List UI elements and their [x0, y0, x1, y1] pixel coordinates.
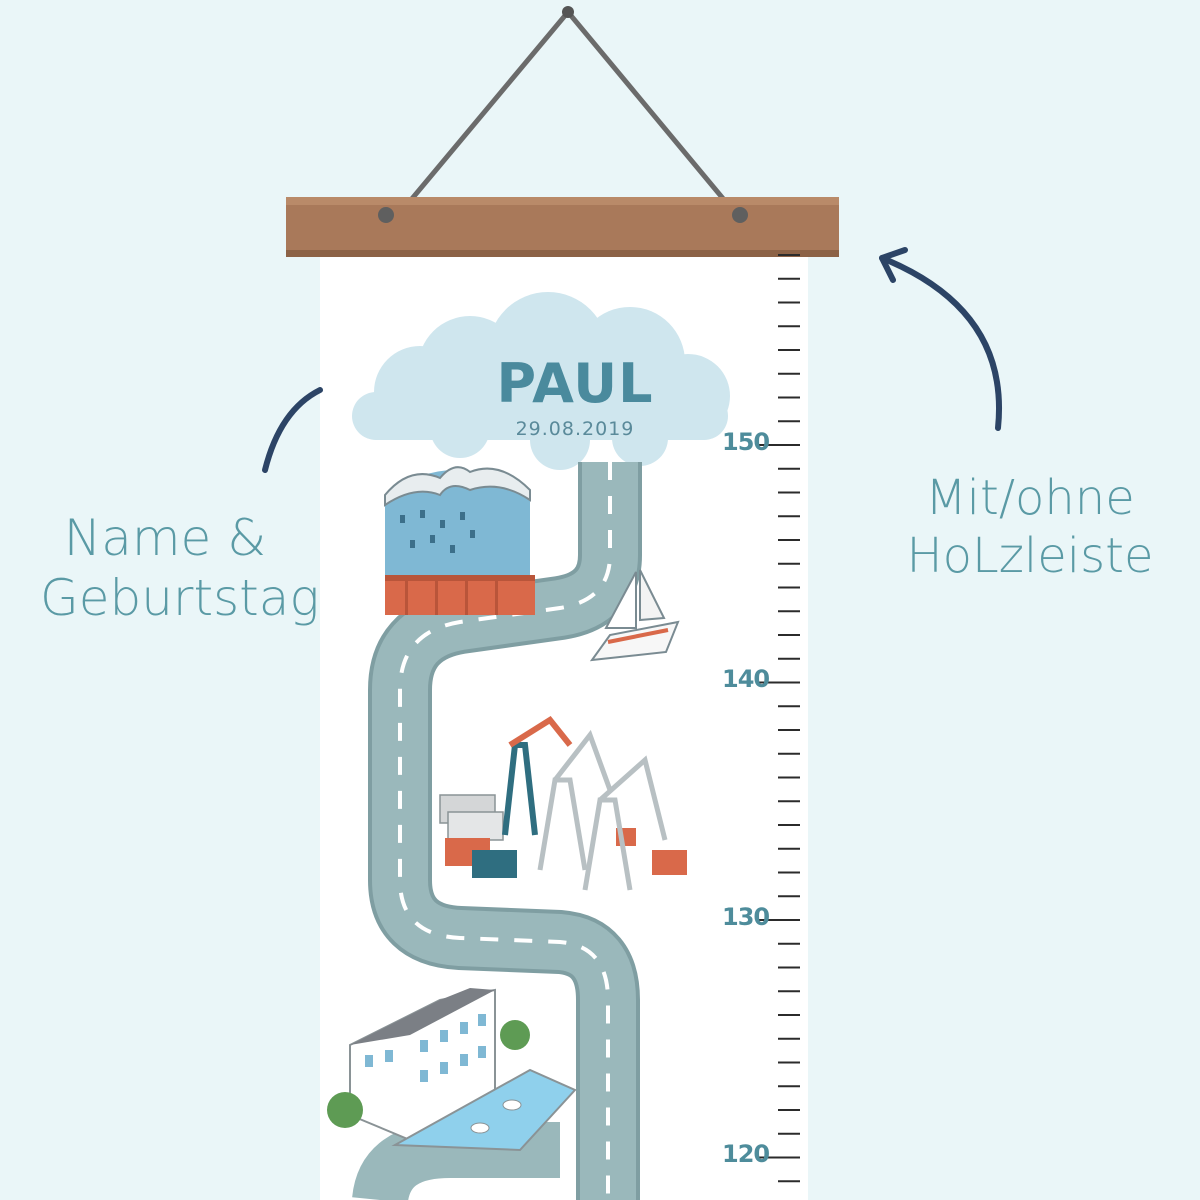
screw-right-icon: [732, 207, 748, 223]
screw-left-icon: [378, 207, 394, 223]
townhouse-illustration: [327, 988, 577, 1152]
annotation-left-line2: Geburtstag: [40, 569, 320, 627]
ruler-label-140: 140: [722, 665, 770, 693]
height-ruler: [758, 254, 800, 1183]
swan-icon: [470, 1122, 490, 1134]
hanging-string: [388, 6, 747, 227]
child-name: PAUL: [496, 352, 654, 415]
annotation-right-line1: Mit/ohne: [925, 470, 1135, 526]
concert-hall-illustration: [384, 466, 535, 615]
annotation-right-line2: HoLzleiste: [906, 527, 1154, 584]
arrow-right-icon: [879, 247, 1002, 431]
ruler-label-130: 130: [722, 903, 770, 931]
annotation-right: Mit/ohne HoLzleiste: [900, 470, 1160, 585]
harbor-cranes-illustration: [439, 716, 687, 891]
cloud-icon: [352, 292, 730, 470]
annotation-left: Name & Geburtstag: [40, 508, 320, 628]
tree-icon: [327, 1092, 363, 1128]
road: [352, 462, 642, 1200]
ruler-label-120: 120: [722, 1140, 770, 1168]
arrow-left-icon: [262, 387, 323, 473]
ruler-label-150: 150: [722, 428, 770, 456]
annotation-left-line1: Name &: [63, 509, 267, 567]
birth-date: 29.08.2019: [515, 418, 635, 440]
wooden-bar: [286, 197, 839, 257]
tree-icon: [500, 1020, 530, 1050]
sailboat-illustration: [589, 569, 680, 662]
swan-icon: [502, 1099, 522, 1111]
